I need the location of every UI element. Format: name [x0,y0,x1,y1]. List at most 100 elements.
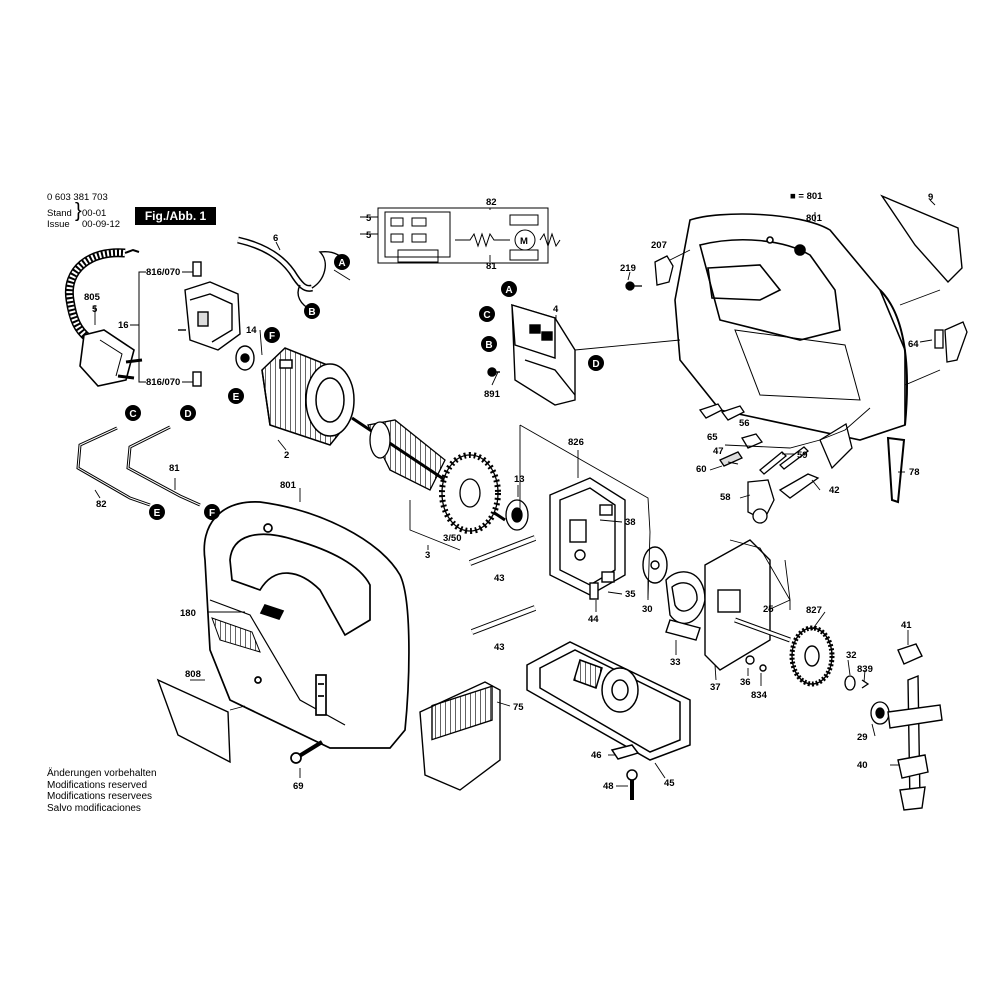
cable-part-6 [237,236,344,311]
electronic-module-part [487,304,576,406]
callout-82: 82 [96,499,107,510]
connector-a-label: A [505,285,512,296]
armature-part [351,416,529,534]
callout-60: 60 [696,464,707,475]
callout-826: 826 [568,437,584,448]
callout-48: 48 [603,781,614,792]
callout-827: 827 [806,605,822,616]
callout-805: 805 [84,292,101,303]
callout-207: 207 [651,240,667,251]
stand-label: Stand [47,208,72,219]
part-number: 0 603 381 703 [47,192,108,203]
cable-set-81-82 [76,425,201,507]
connector-f-label: F [209,508,215,519]
callout-834: 834 [751,690,768,701]
callout-36: 36 [740,677,751,688]
note-line: Änderungen vorbehalten [47,768,157,779]
callout-29: 29 [857,732,868,743]
callout-33: 33 [670,657,681,668]
callout-3: 3 [425,550,430,561]
callout-6: 6 [273,233,278,244]
callout-labels: 805 5 16 816/070 816/070 6 14 2 81 82 82… [84,192,933,792]
callout-37: 37 [710,682,721,693]
connector-a [334,254,350,270]
cable-bracket-16 [130,271,194,383]
callout-43: 43 [494,573,505,584]
gear-part [844,675,890,725]
callout-839: 839 [857,664,873,675]
connector-f [264,327,280,343]
note-line: Modifications reservees [47,791,153,802]
callout-47: 47 [713,446,724,457]
callout-30: 30 [642,604,653,615]
callout-46: 46 [591,750,602,761]
blade-guard-part [880,194,963,284]
callout-41: 41 [901,620,912,631]
callout-16: 16 [118,320,129,331]
stand-value: 00-01 [82,208,107,219]
base-plate-part [526,641,691,800]
leader-lines [94,199,941,787]
modification-notes: Änderungen vorbehalten Modifications res… [47,768,157,814]
power-cord-part [64,248,143,387]
connector-e [149,504,165,520]
connector-f [204,504,220,520]
motor-symbol: M [520,236,528,247]
connector-a-label: A [338,258,345,269]
callout-816-070: 816/070 [146,267,180,278]
connector-d-label: D [592,359,599,370]
connector-b [304,303,320,319]
connector-a [501,281,517,297]
callout-3-50: 3/50 [443,533,462,544]
callout-42: 42 [829,485,840,496]
blade-holder-part [887,643,943,811]
bracket-symbol: } [75,200,82,222]
callout-816-070: 816/070 [146,377,180,388]
callout-801: 801 [806,213,823,224]
callout-25: 25 [763,604,774,615]
callout-14: 14 [246,325,257,336]
callout-40: 40 [857,760,868,771]
connector-c-label: C [129,409,136,420]
callout-13: 13 [514,474,525,485]
connector-d [588,355,604,371]
callout-38: 38 [625,517,636,528]
connector-markers: A B F E C D E F A C B D [125,254,604,520]
callout-75: 75 [513,702,524,713]
connector-b-label: B [485,340,492,351]
dust-cover-part [419,681,501,791]
callout-801: 801 [280,480,297,491]
issue-label: Issue [47,219,70,230]
callout-891: 891 [484,389,501,400]
connector-b [481,336,497,352]
note-line: Modifications reserved [47,779,148,791]
callout-32: 32 [846,650,857,661]
field-stator-part [261,347,355,446]
note-line: Salvo modificaciones [47,802,141,814]
switch-assembly-part [178,261,255,387]
callout-45: 45 [664,778,675,789]
wiring-schematic [360,207,561,264]
callout-56: 56 [739,418,750,429]
cover-plate-part [156,678,231,764]
callout-78: 78 [909,467,920,478]
callout-4: 4 [553,304,559,315]
callout-2: 2 [284,450,289,461]
callout-9: 9 [928,192,933,203]
callout-64: 64 [908,339,919,350]
legend-key: ■ = 801 [790,191,823,202]
connector-c [125,405,141,421]
callout-59: 59 [797,450,808,461]
connector-e-label: E [233,392,240,403]
connector-c [479,306,495,322]
callout-180: 180 [180,608,196,619]
housing-half-part [674,213,908,441]
connector-b-label: B [308,307,315,318]
callout-5: 5 [366,213,372,224]
connector-d-label: D [184,409,191,420]
callout-58: 58 [720,492,731,503]
callout-82: 82 [486,197,497,208]
connector-e-label: E [154,508,161,519]
callout-43: 43 [494,642,505,653]
